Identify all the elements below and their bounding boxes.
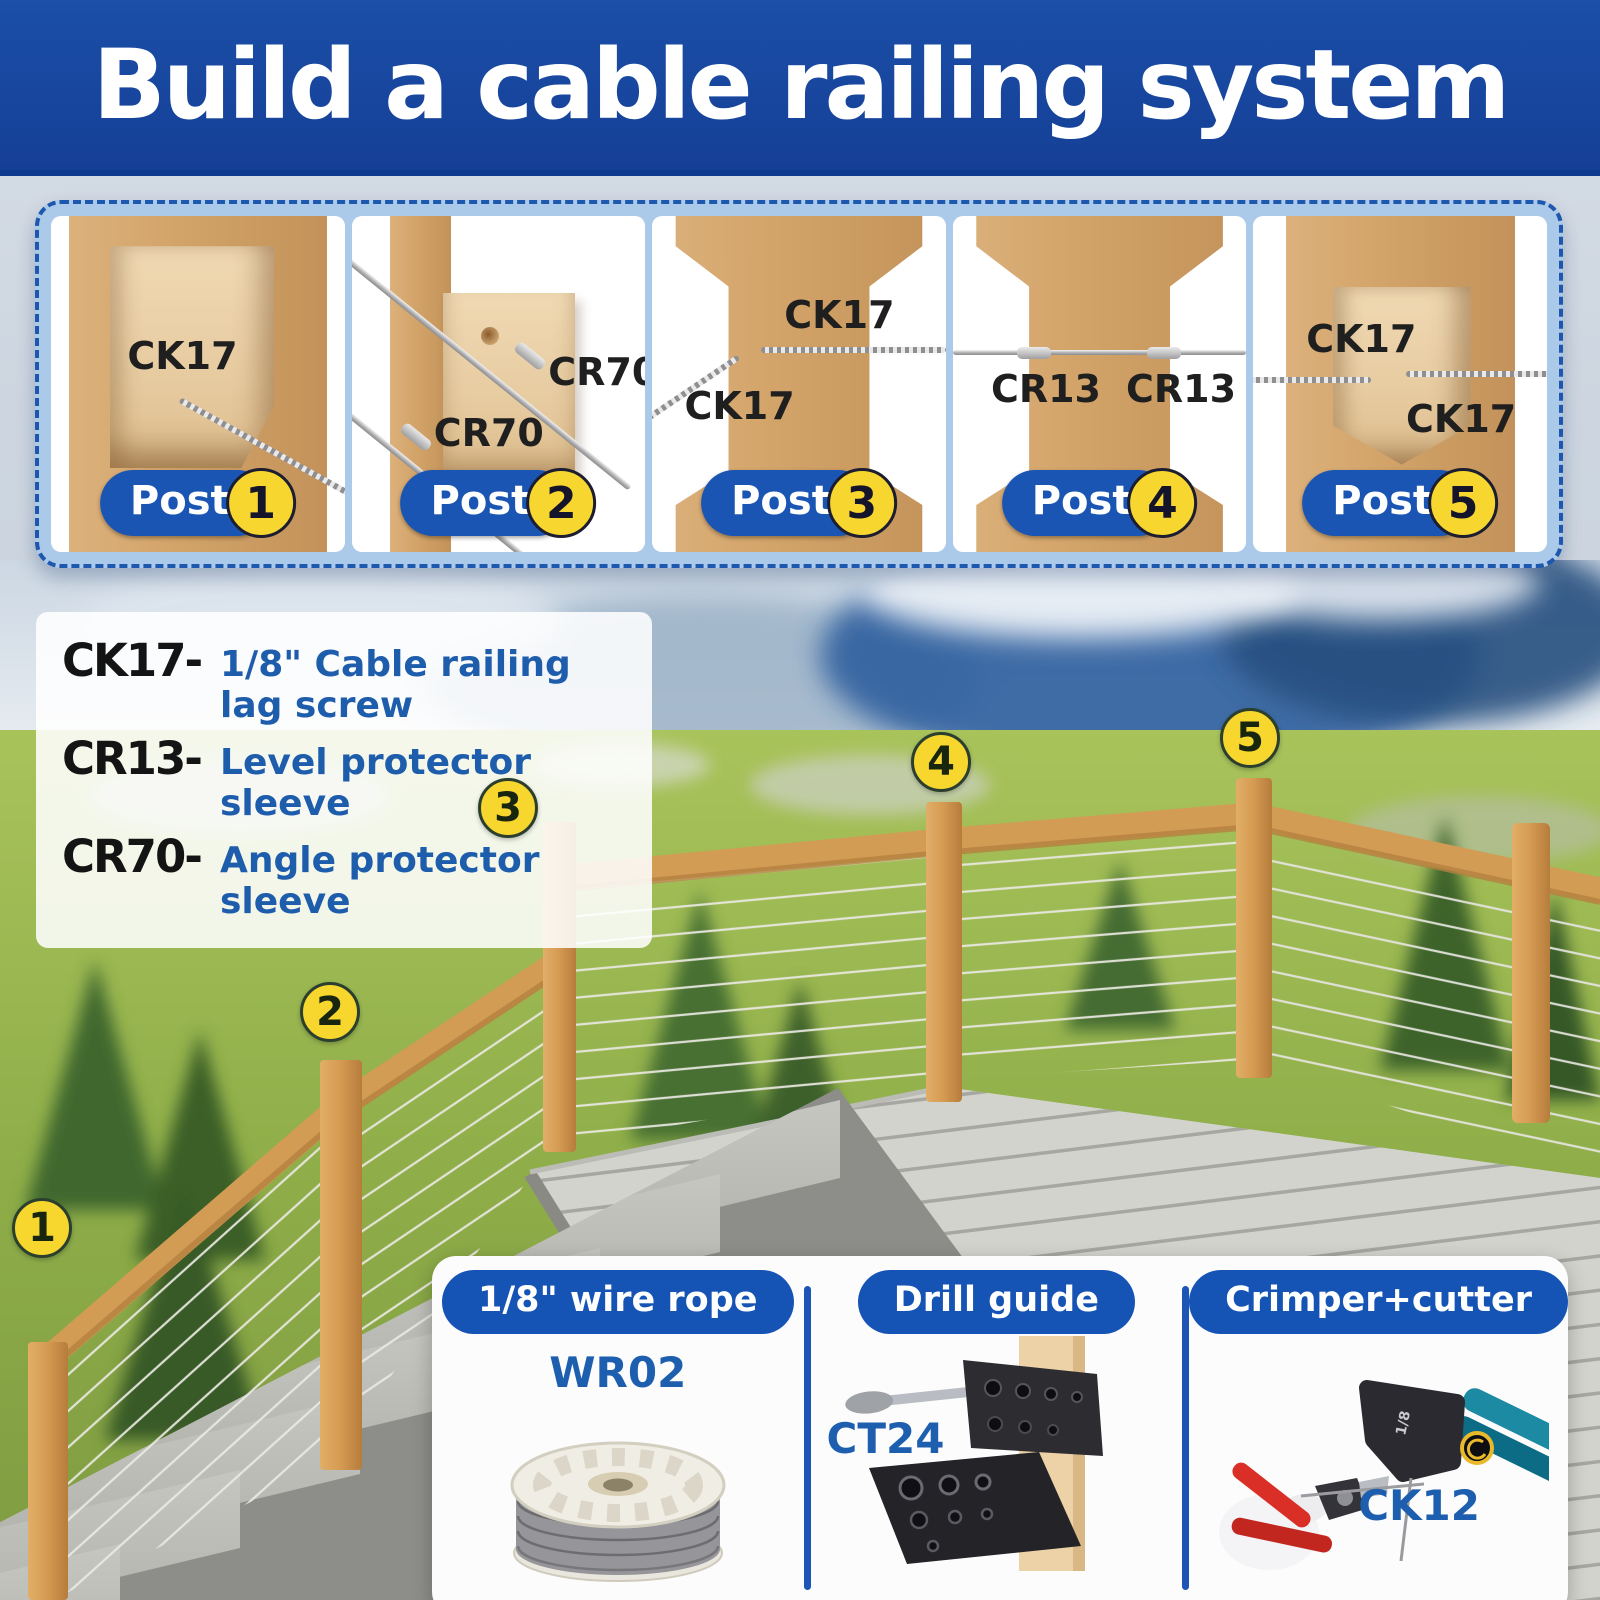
- wire-rope-code: WR02: [549, 1348, 687, 1397]
- section-divider: [803, 1286, 811, 1590]
- legend-code: CR70-: [62, 830, 203, 883]
- deck-post-5: [1236, 778, 1272, 1078]
- marker-post-5: 5: [1220, 708, 1280, 768]
- crimper-cutter-code: CK12: [1358, 1481, 1481, 1530]
- marker-post-2: 2: [300, 982, 360, 1042]
- wood-knot-graphic: [480, 326, 499, 345]
- legend-description: 1/8" Cable railing lag screw: [220, 644, 571, 726]
- post-number-badge: 5: [1428, 468, 1499, 538]
- legend-row: CR70- Angle protector sleeve: [62, 830, 626, 922]
- post-number-badge: 4: [1127, 468, 1198, 538]
- legend-code: CR13-: [62, 732, 203, 785]
- post-4-diagram: CR13 CR13 Post 4: [952, 216, 1247, 552]
- title-banner: Build a cable railing system: [0, 0, 1600, 176]
- post-4-badge: Post 4: [1001, 468, 1198, 538]
- deck-handrail: [543, 802, 1600, 903]
- post-1-badge: Post 1: [99, 468, 296, 538]
- hydraulic-crimper-graphic: 1/8: [1358, 1380, 1549, 1562]
- page-title: Build a cable railing system: [92, 29, 1511, 141]
- drill-guide-code: CT24: [826, 1414, 945, 1463]
- marker-post-4: 4: [911, 732, 971, 792]
- post-5-diagram: CK17 CK17 Post 5: [1253, 216, 1547, 552]
- lag-screw-left-graphic: [1253, 377, 1371, 384]
- lag-screw-horizontal-graphic: [760, 347, 946, 354]
- stair-post-1: [28, 1342, 68, 1600]
- wire-rope-spool-image: [510, 1441, 726, 1582]
- product-crimper-cutter: Crimper+cutter CK12 1/8: [1189, 1256, 1569, 1600]
- legend-row: CK17- 1/8" Cable railing lag screw: [62, 634, 626, 726]
- post-number-badge: 1: [225, 468, 296, 538]
- product-drill-guide: Drill guide CT24: [811, 1256, 1183, 1600]
- part-label: CR70: [433, 410, 544, 455]
- level-sleeve-right-graphic: [1146, 347, 1181, 360]
- part-label: CK17: [127, 333, 238, 378]
- crimper-cutter-header: Crimper+cutter: [1189, 1270, 1569, 1334]
- product-wire-rope: 1/8" wire rope WR02: [432, 1256, 804, 1600]
- part-label: CR13: [1126, 367, 1237, 412]
- section-divider: [1182, 1286, 1190, 1590]
- part-label: CK17: [784, 293, 895, 338]
- drill-guide-header: Drill guide: [857, 1270, 1135, 1334]
- level-sleeve-left-graphic: [1017, 347, 1052, 360]
- post-3-badge: Post 3: [701, 468, 897, 538]
- legend-description: Level protector sleeve: [220, 742, 532, 824]
- post-1-diagram: CK17 Post 1: [51, 216, 345, 552]
- post-5-badge: Post 5: [1302, 468, 1499, 538]
- deck-post-4: [926, 802, 962, 1102]
- part-label: CK17: [1406, 397, 1517, 442]
- post-2-diagram: CR70 CR70 Post 2: [351, 216, 646, 552]
- part-label: CR13: [990, 367, 1101, 412]
- drill-guide-image: [845, 1336, 1104, 1571]
- marker-post-3: 3: [478, 778, 538, 838]
- stair-post-2: [320, 1060, 362, 1470]
- post-3-diagram: CK17 CK17 Post 3: [652, 216, 946, 552]
- post-2-badge: Post 2: [400, 468, 597, 538]
- included-tools-panel: 1/8" wire rope WR02 Drill guide CT24: [432, 1256, 1569, 1600]
- part-label: CR70: [548, 350, 646, 395]
- parts-legend: CK17- 1/8" Cable railing lag screw CR13-…: [36, 612, 652, 948]
- post-number-badge: 3: [826, 468, 897, 538]
- cable-cutter-graphic: [1218, 1462, 1424, 1570]
- post-number-badge: 2: [526, 468, 597, 538]
- legend-row: CR13- Level protector sleeve: [62, 732, 626, 824]
- marker-post-1: 1: [12, 1198, 72, 1258]
- post-notch-graphic: [109, 246, 275, 468]
- part-label: CK17: [1306, 316, 1417, 361]
- legend-code: CK17-: [62, 634, 203, 687]
- wood-block-graphic: [442, 293, 575, 475]
- crimper-cutter-image: 1/8: [1218, 1380, 1549, 1570]
- deck-post-right: [1512, 823, 1550, 1123]
- crimper-size-marking: 1/8: [1393, 1409, 1414, 1436]
- legend-description: Angle protector sleeve: [220, 840, 540, 922]
- post-diagrams-strip: CK17 Post 1 CR70 CR70 Post 2: [35, 200, 1563, 568]
- part-label: CK17: [684, 384, 795, 428]
- lag-screw-right-graphic: [1406, 370, 1547, 377]
- through-rod-graphic: [952, 350, 1247, 356]
- railing-posts: [28, 778, 1550, 1600]
- wire-rope-header: 1/8" wire rope: [442, 1270, 794, 1334]
